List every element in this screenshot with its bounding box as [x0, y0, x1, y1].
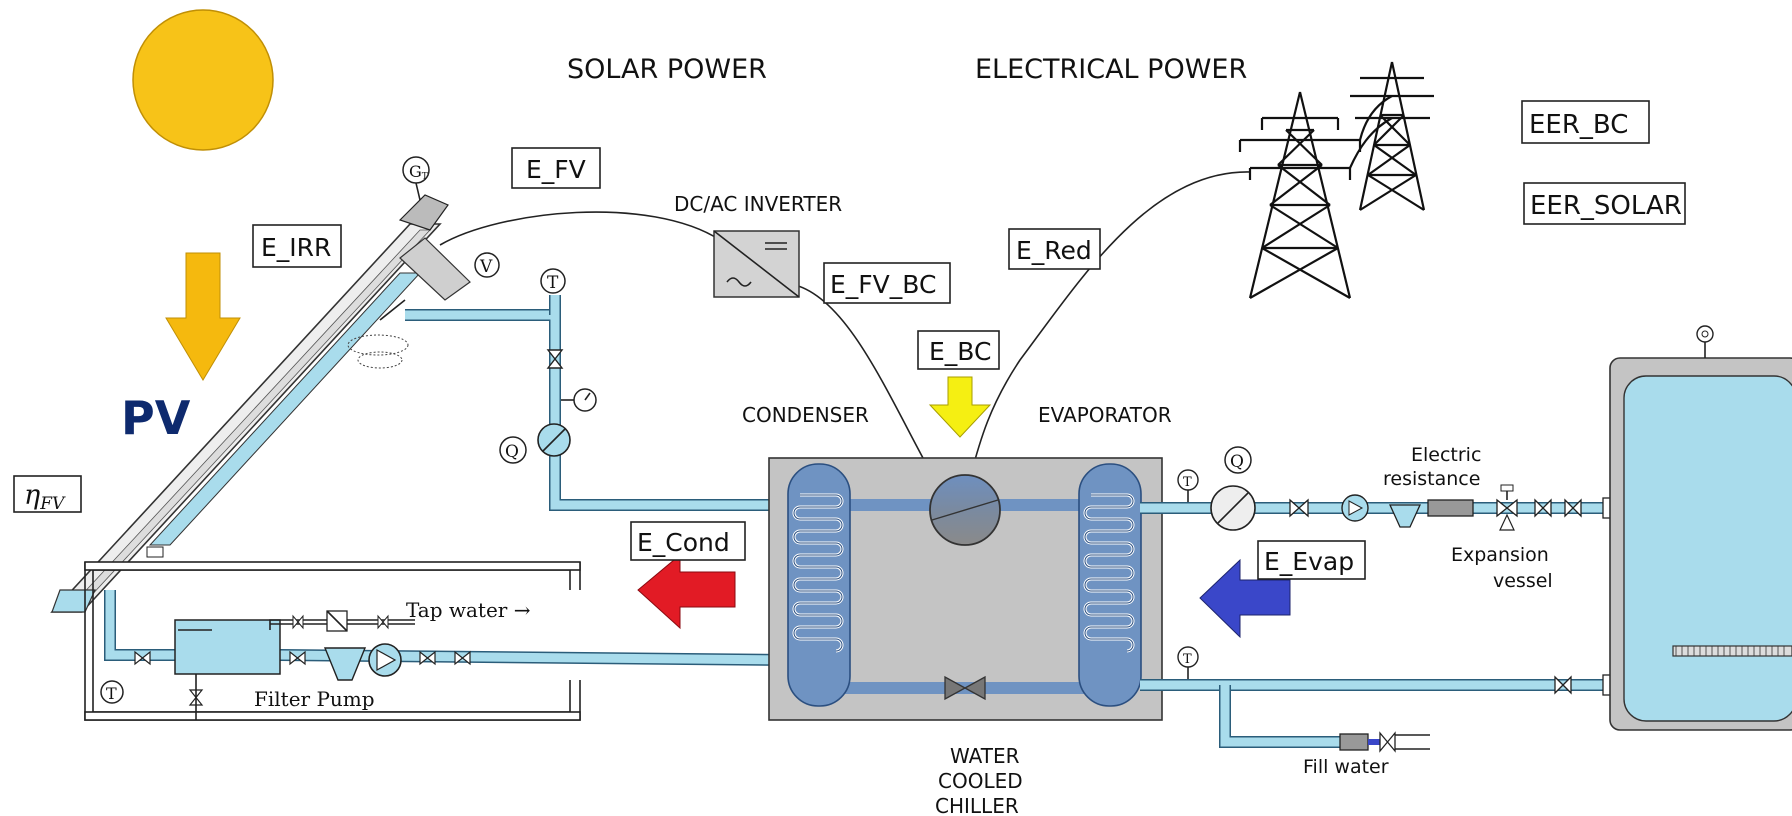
svg-text:E_Cond: E_Cond: [637, 528, 730, 557]
sun-icon: [132, 9, 274, 151]
irradiance-down-arrow: [165, 252, 241, 381]
expansion-vessel-label-1: Expansion: [1451, 544, 1549, 566]
svg-text:T: T: [106, 684, 117, 703]
transmission-tower-icon: [1238, 61, 1434, 299]
e-irr-box: E_IRR: [252, 224, 342, 268]
eer-solar-box: EER_SOLAR: [1523, 182, 1686, 225]
temperature-sensor-pool: T: [100, 680, 124, 704]
e-evap-box: E_Evap: [1257, 540, 1366, 580]
svg-text:Q: Q: [505, 442, 519, 462]
svg-text:E_Evap: E_Evap: [1264, 547, 1354, 576]
temperature-sensor-evap-return: T: [1177, 646, 1199, 679]
evaporator-label: EVAPORATOR: [1038, 403, 1172, 427]
svg-text:ηFV: ηFV: [24, 480, 66, 514]
svg-text:E_FV: E_FV: [526, 155, 586, 184]
filter-tray: [84, 561, 581, 721]
svg-text:T: T: [1183, 652, 1192, 667]
tap-water-label: Tap water →: [406, 598, 531, 622]
dc-ac-inverter: DC/AC INVERTER: [674, 192, 842, 298]
condenser-label: CONDENSER: [742, 403, 869, 427]
solar-power-title: SOLAR POWER: [567, 54, 767, 85]
efficiency-fv-box: ηFV: [13, 475, 82, 514]
svg-text:GT: GT: [409, 162, 428, 182]
inverter-to-compressor-wire: [794, 284, 936, 481]
storage-tank: [1609, 325, 1792, 731]
svg-text:T: T: [1183, 475, 1192, 490]
electric-resistance-label-1: Electric: [1411, 444, 1481, 466]
chiller-label-line3: CHILLER: [935, 794, 1019, 816]
temperature-sensor-pv-outlet: T: [540, 268, 566, 294]
pv-to-inverter-wire: [439, 211, 721, 246]
filter-pump-label: Filter Pump: [254, 687, 375, 711]
fill-water-label: Fill water: [1303, 756, 1389, 778]
eta-symbol: η: [24, 480, 40, 511]
svg-text:EER_BC: EER_BC: [1529, 110, 1628, 140]
electrical-power-title: ELECTRICAL POWER: [975, 54, 1247, 85]
water-cooled-chiller: [768, 457, 1163, 721]
e-bc-box: E_BC: [917, 330, 1000, 370]
svg-text:V: V: [479, 257, 493, 277]
pv-loop-piping: [405, 295, 790, 511]
power-down-arrow: [928, 376, 992, 438]
e-red-box: E_Red: [1008, 228, 1101, 270]
flow-sensor-pv: Q: [499, 436, 527, 464]
e-fv-bc-box: E_FV_BC: [823, 262, 951, 304]
svg-text:E_FV_BC: E_FV_BC: [830, 270, 936, 299]
pv-collector: [50, 223, 471, 613]
svg-text:DC/AC INVERTER: DC/AC INVERTER: [674, 192, 842, 216]
temperature-sensor-evap-outlet: T: [1177, 469, 1199, 502]
eer-bc-box: EER_BC: [1521, 100, 1650, 144]
svg-text:E_Red: E_Red: [1016, 236, 1092, 265]
heat-absorption-arrow: [1199, 558, 1291, 639]
expansion-valve-icon: [944, 675, 986, 701]
svg-text:T: T: [547, 273, 559, 293]
tank-loop-piping: [1140, 484, 1624, 753]
filter-pump-piping: [104, 590, 791, 720]
grid-to-compressor-wire: [969, 171, 1251, 479]
pv-label: PV: [121, 391, 191, 445]
chiller-label-line2: COOLED: [938, 769, 1023, 793]
flow-sensor-evap: Q: [1224, 446, 1252, 474]
e-fv-box: E_FV: [511, 147, 601, 189]
svg-text:E_BC: E_BC: [929, 337, 991, 366]
irradiance-sensor: GT: [398, 156, 449, 231]
svg-text:E_IRR: E_IRR: [261, 233, 331, 262]
chiller-label-line1: WATER: [950, 744, 1020, 768]
eta-subscript: FV: [39, 494, 66, 514]
svg-text:Q: Q: [1230, 452, 1244, 472]
vent-sensor: V: [474, 252, 500, 278]
e-cond-box: E_Cond: [630, 521, 746, 561]
expansion-vessel-label-2: vessel: [1493, 570, 1553, 592]
electric-resistance-label-2: resistance: [1383, 468, 1480, 490]
svg-text:EER_SOLAR: EER_SOLAR: [1530, 191, 1682, 221]
heat-rejection-arrow: [637, 553, 736, 630]
